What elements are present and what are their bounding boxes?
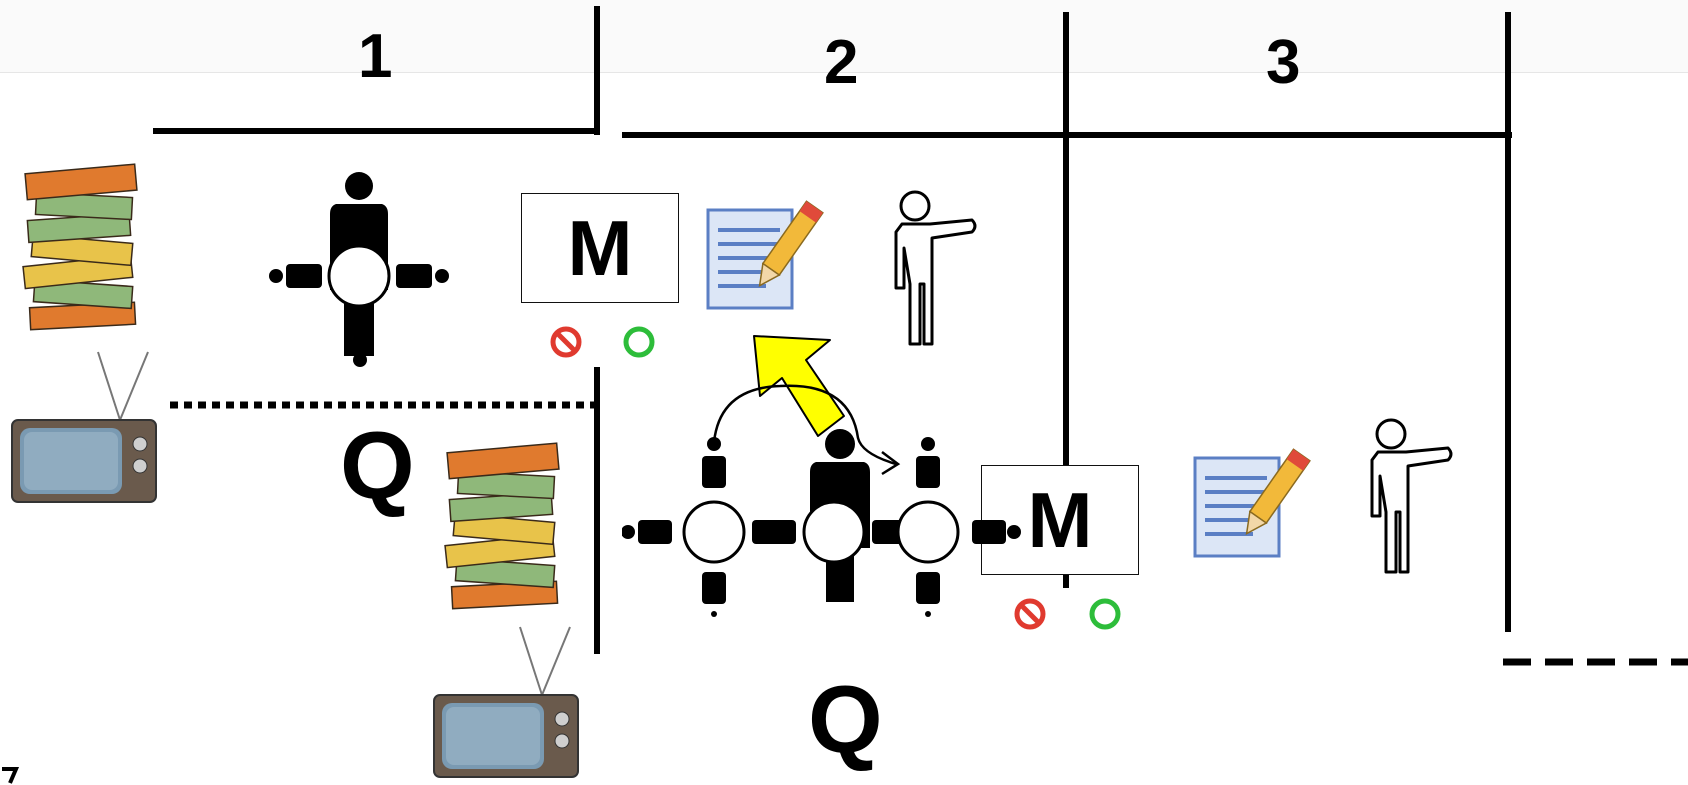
machine-box-1: M [521, 193, 679, 303]
table-group-icon [622, 429, 1021, 617]
television-icon [11, 351, 157, 503]
queue-label-1: Q [340, 412, 415, 519]
column-label-2: 2 [824, 28, 859, 97]
books-icon [22, 163, 138, 331]
pointing-person-icon [1370, 418, 1453, 574]
television-icon [433, 626, 579, 778]
document-edit-icon [706, 200, 824, 310]
circle-ok-icon [623, 326, 655, 358]
circle-ok-icon [1089, 598, 1121, 630]
prohibit-icon [550, 326, 582, 358]
machine-box-2: M [981, 465, 1139, 575]
pointing-person-icon [894, 190, 977, 346]
column-label-3: 3 [1266, 28, 1301, 97]
document-edit-icon [1193, 448, 1311, 558]
table-with-people-icon [269, 172, 449, 367]
column-label-1: 1 [358, 22, 393, 91]
queue-label-2: Q [808, 666, 883, 773]
prohibit-icon [1014, 598, 1046, 630]
top-band [0, 0, 1688, 73]
books-icon [444, 442, 560, 610]
curved-flow-arrow [712, 384, 901, 476]
corner-mark [2, 767, 20, 784]
